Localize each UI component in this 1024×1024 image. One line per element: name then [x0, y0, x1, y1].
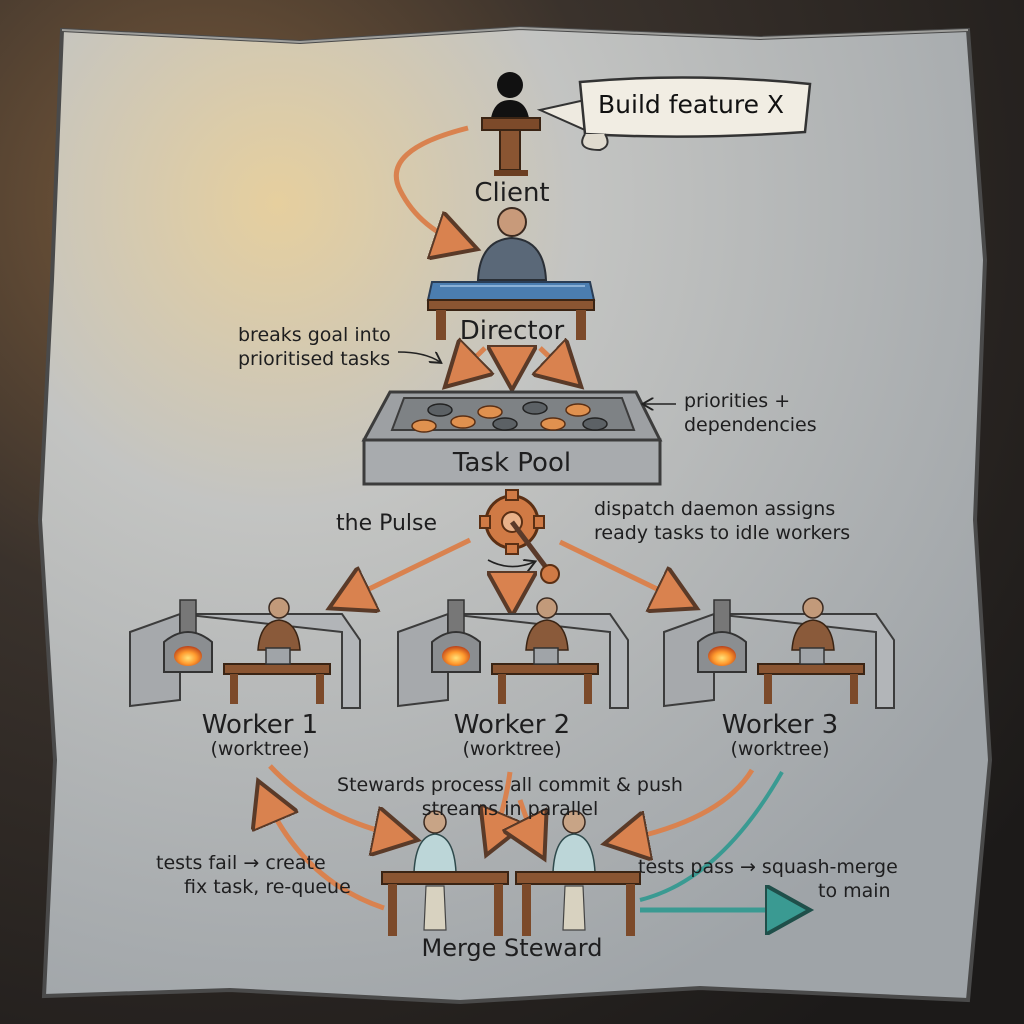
worker-2-sub: (worktree): [462, 738, 562, 760]
speech-bubble-text: Build feature X: [598, 90, 785, 119]
director-note-line1: breaks goal into: [238, 324, 391, 346]
pulse-label: the Pulse: [336, 511, 438, 536]
pulse-gear: [479, 489, 560, 584]
pool-note-line1: priorities +: [684, 390, 791, 412]
fail-note-line1: tests fail → create: [156, 852, 326, 874]
pass-note-line2: to main: [818, 880, 891, 902]
worker-1-sub: (worktree): [210, 738, 310, 760]
client-figure: [481, 72, 541, 176]
worker-2-label: Worker 2: [453, 710, 571, 740]
steward-note-line1: Stewards process all commit & push: [337, 774, 683, 796]
worker-1-label: Worker 1: [201, 710, 319, 740]
pass-note-line1: tests pass → squash-merge: [638, 856, 898, 878]
merge-steward-left: [381, 810, 509, 936]
pulse-note-line1: dispatch daemon assigns: [594, 498, 836, 520]
speech-scroll: [536, 76, 812, 152]
task-pool: [361, 390, 663, 486]
task-pool-label: Task Pool: [452, 448, 572, 478]
worker-3-label: Worker 3: [721, 710, 839, 740]
fail-note-line2: fix task, re-queue: [184, 876, 351, 898]
director-label: Director: [459, 316, 565, 346]
director-note-line2: prioritised tasks: [238, 348, 391, 370]
worker-3-workshop: [663, 597, 895, 709]
pulse-note-line2: ready tasks to idle workers: [594, 522, 851, 544]
merge-steward-right: [515, 810, 641, 936]
steward-note-line2: streams in parallel: [421, 798, 599, 820]
worker-1-workshop: [129, 597, 361, 709]
worker-2-workshop: [397, 597, 629, 709]
pool-note-line2: dependencies: [684, 414, 817, 436]
director-figure: [426, 207, 596, 340]
merge-steward-label: Merge Steward: [421, 934, 603, 962]
client-label: Client: [474, 178, 550, 208]
worker-3-sub: (worktree): [730, 738, 830, 760]
